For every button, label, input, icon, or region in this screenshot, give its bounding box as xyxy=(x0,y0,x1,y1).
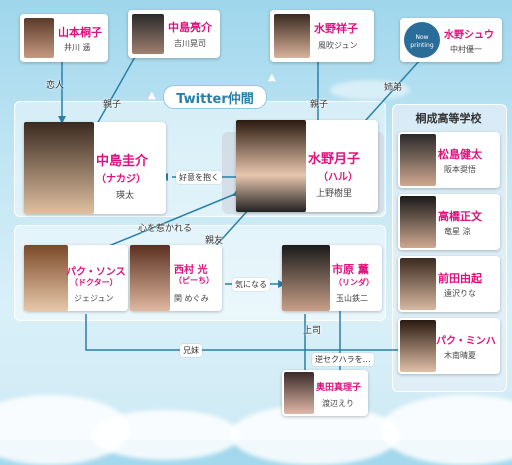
relation-kokoro: 心を惹かれる xyxy=(138,224,193,234)
photo-mizuno-shoko xyxy=(274,14,310,58)
card-okuda[interactable]: 奥田真理子 渡辺えり xyxy=(282,370,368,416)
bird-icon-right: ▲ xyxy=(268,72,276,83)
photo-maeda xyxy=(400,258,436,310)
relation-kyodai: 兄妹 xyxy=(180,344,202,357)
photo-takahashi xyxy=(400,196,436,248)
card-yamamoto[interactable]: 山本桐子 井川 遥 xyxy=(20,14,108,62)
photo-nakajima-ryosuke xyxy=(132,14,164,54)
relation-shinyu: 親友 xyxy=(205,236,224,246)
photo-park-minha xyxy=(400,320,436,372)
photo-ichihara xyxy=(282,245,330,311)
relation-oyako-right: 親子 xyxy=(310,100,329,110)
school-title: 桐成高等学校 xyxy=(415,112,482,125)
card-takahashi[interactable]: 高橋正文 竜星 涼 xyxy=(398,194,500,250)
relation-kininaru: 気になる xyxy=(232,278,270,291)
card-mizuno-shoko[interactable]: 水野祥子 風吹ジュン xyxy=(270,10,374,62)
title-badge: Twitter仲間 xyxy=(163,85,267,109)
now-printing-placeholder: Now printing xyxy=(404,22,440,58)
photo-okuda xyxy=(284,372,314,414)
card-matsushima[interactable]: 松島健太 阪本奨悟 xyxy=(398,132,500,188)
photo-yamamoto xyxy=(24,18,54,58)
card-nakajima-ryosuke[interactable]: 中島亮介 吉川晃司 xyxy=(128,10,220,58)
card-mizuno-tsukiko[interactable]: 水野月子 （ハル） 上野樹里 xyxy=(236,120,378,212)
photo-nishimura xyxy=(130,245,170,311)
photo-mizuno-tsukiko xyxy=(236,120,306,212)
relation-gyaku: 逆セクハラを… xyxy=(312,353,374,366)
relation-oyako-left: 親子 xyxy=(103,100,122,110)
card-park-minha[interactable]: パク・ミンハ 木南晴夏 xyxy=(398,318,500,374)
page-title: Twitter仲間 xyxy=(176,91,254,107)
relation-shitei: 姉弟 xyxy=(384,83,403,93)
relation-kouiwodaku: 好意を抱く xyxy=(176,171,222,184)
card-ichihara[interactable]: 市原 薫 （リンダ） 玉山鉄二 xyxy=(282,245,382,311)
photo-matsushima xyxy=(400,134,436,186)
bird-icon-left: ▲ xyxy=(148,90,156,101)
card-mizuno-shu[interactable]: Now printing 水野シュウ 中村優一 xyxy=(400,18,502,62)
card-park-sonsu[interactable]: パク・ソンス （ドクター） ジェジュン xyxy=(24,245,128,311)
card-nishimura[interactable]: 西村 光 （ピーち） 関 めぐみ xyxy=(130,245,222,311)
relation-jouji: 上司 xyxy=(303,326,322,336)
photo-park-sonsu xyxy=(24,245,68,311)
card-maeda[interactable]: 前田由起 遠沢りな xyxy=(398,256,500,312)
relation-koibito: 恋人 xyxy=(46,81,65,91)
photo-nakajima-keisuke xyxy=(24,122,94,214)
card-nakajima-keisuke[interactable]: 中島圭介 （ナカジ） 瑛太 xyxy=(24,122,166,214)
